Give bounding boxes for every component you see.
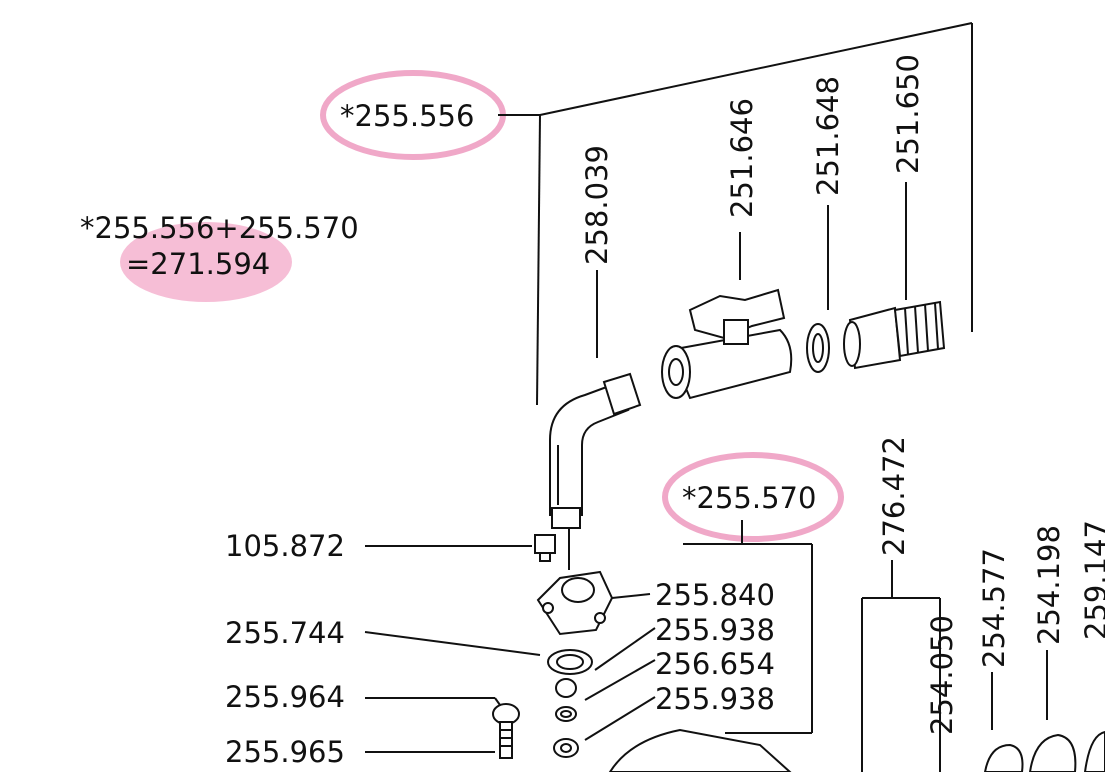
ball-valve-drawing (661, 288, 793, 400)
leader-lines (364, 22, 1048, 772)
label-258039: 258.039 (580, 145, 614, 265)
label-255938-b: 255.938 (655, 682, 775, 716)
highlight-fill-combo (120, 222, 292, 302)
callout-kit-a: *255.556 (340, 99, 474, 133)
label-254050: 254.050 (925, 615, 959, 735)
elbow-tube-drawing (549, 372, 642, 529)
o-rings-drawing (547, 649, 593, 758)
label-254198: 254.198 (1032, 525, 1066, 645)
label-255964: 255.964 (225, 680, 345, 714)
label-276472: 276.472 (877, 436, 911, 556)
highlight-ring-kit-b (662, 452, 844, 542)
label-251648: 251.648 (811, 76, 845, 196)
label-105872: 105.872 (225, 529, 345, 563)
label-255938-a: 255.938 (655, 613, 775, 647)
callout-combo-result: =271.594 (126, 247, 270, 281)
bolt-105872-drawing (534, 534, 556, 562)
washer-drawing (806, 323, 830, 373)
flange-drawing (536, 570, 614, 636)
label-251646: 251.646 (725, 98, 759, 218)
housing-drawing (608, 728, 1105, 772)
label-259147: 259.147 (1079, 520, 1105, 640)
label-255744: 255.744 (225, 616, 345, 650)
label-255840: 255.840 (655, 578, 775, 612)
screw-255964-drawing (492, 703, 520, 759)
fitting-drawing (843, 300, 946, 370)
label-254577: 254.577 (977, 548, 1011, 668)
callout-combo: *255.556+255.570 (80, 211, 359, 245)
callout-kit-b: *255.570 (682, 481, 816, 515)
label-251650: 251.650 (891, 54, 925, 174)
label-255965: 255.965 (225, 735, 345, 769)
label-256654: 256.654 (655, 647, 775, 681)
